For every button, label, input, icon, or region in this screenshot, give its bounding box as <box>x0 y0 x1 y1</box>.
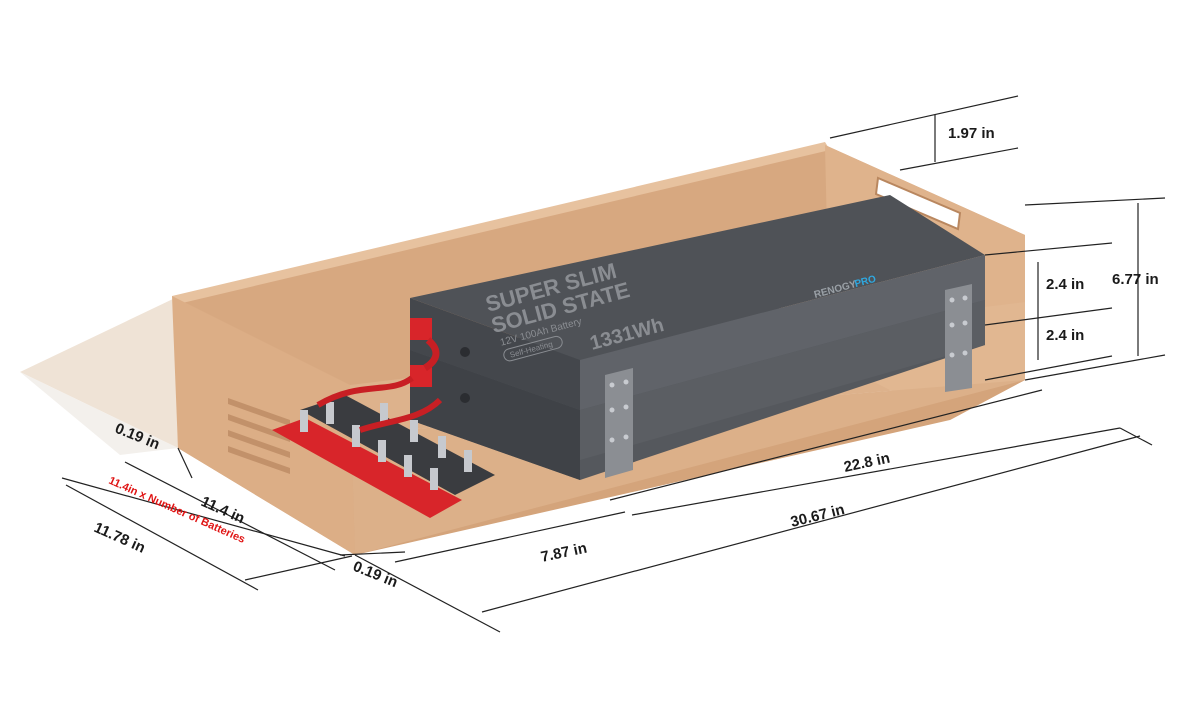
label-terminal-space: 7.87 in <box>539 540 588 566</box>
terminal-upper <box>410 318 432 340</box>
battery-lower-longface <box>580 300 985 460</box>
label-total-height: 6.77 in <box>1112 271 1159 288</box>
battery-lower-side <box>410 350 580 480</box>
terminal-lower <box>410 365 432 387</box>
ramp-shadow <box>20 372 178 455</box>
dimension-lines <box>61 95 1166 633</box>
battery-brand-right: PRO <box>853 274 877 290</box>
box-left-wall <box>172 296 355 555</box>
label-battery-length: 22.8 in <box>842 450 891 476</box>
label-total-length: 30.67 in <box>789 501 847 531</box>
handle-slot <box>874 176 962 231</box>
battery-stack <box>410 195 985 480</box>
label-wall-side: 0.19 in <box>351 558 401 591</box>
label-battery-height-lower: 2.4 in <box>1046 327 1084 344</box>
busbar-dark <box>300 395 495 495</box>
battery-upper-front <box>580 255 985 410</box>
vent-slots <box>228 398 290 474</box>
terminal-cable <box>423 337 440 371</box>
box-back-wall-top <box>172 142 830 304</box>
busbar-cable-red2 <box>359 397 443 433</box>
bracket-front-left <box>605 368 633 478</box>
busbar-cable-red <box>316 375 414 408</box>
busbar-red <box>272 418 462 518</box>
bracket-right <box>945 284 972 392</box>
label-top-gap: 1.97 in <box>948 125 995 142</box>
battery-upper-top <box>410 195 985 360</box>
label-battery-height-upper: 2.4 in <box>1046 276 1084 293</box>
busbar-assembly <box>272 375 495 518</box>
battery-upper-end <box>410 298 580 410</box>
ramp-panel <box>20 298 178 448</box>
